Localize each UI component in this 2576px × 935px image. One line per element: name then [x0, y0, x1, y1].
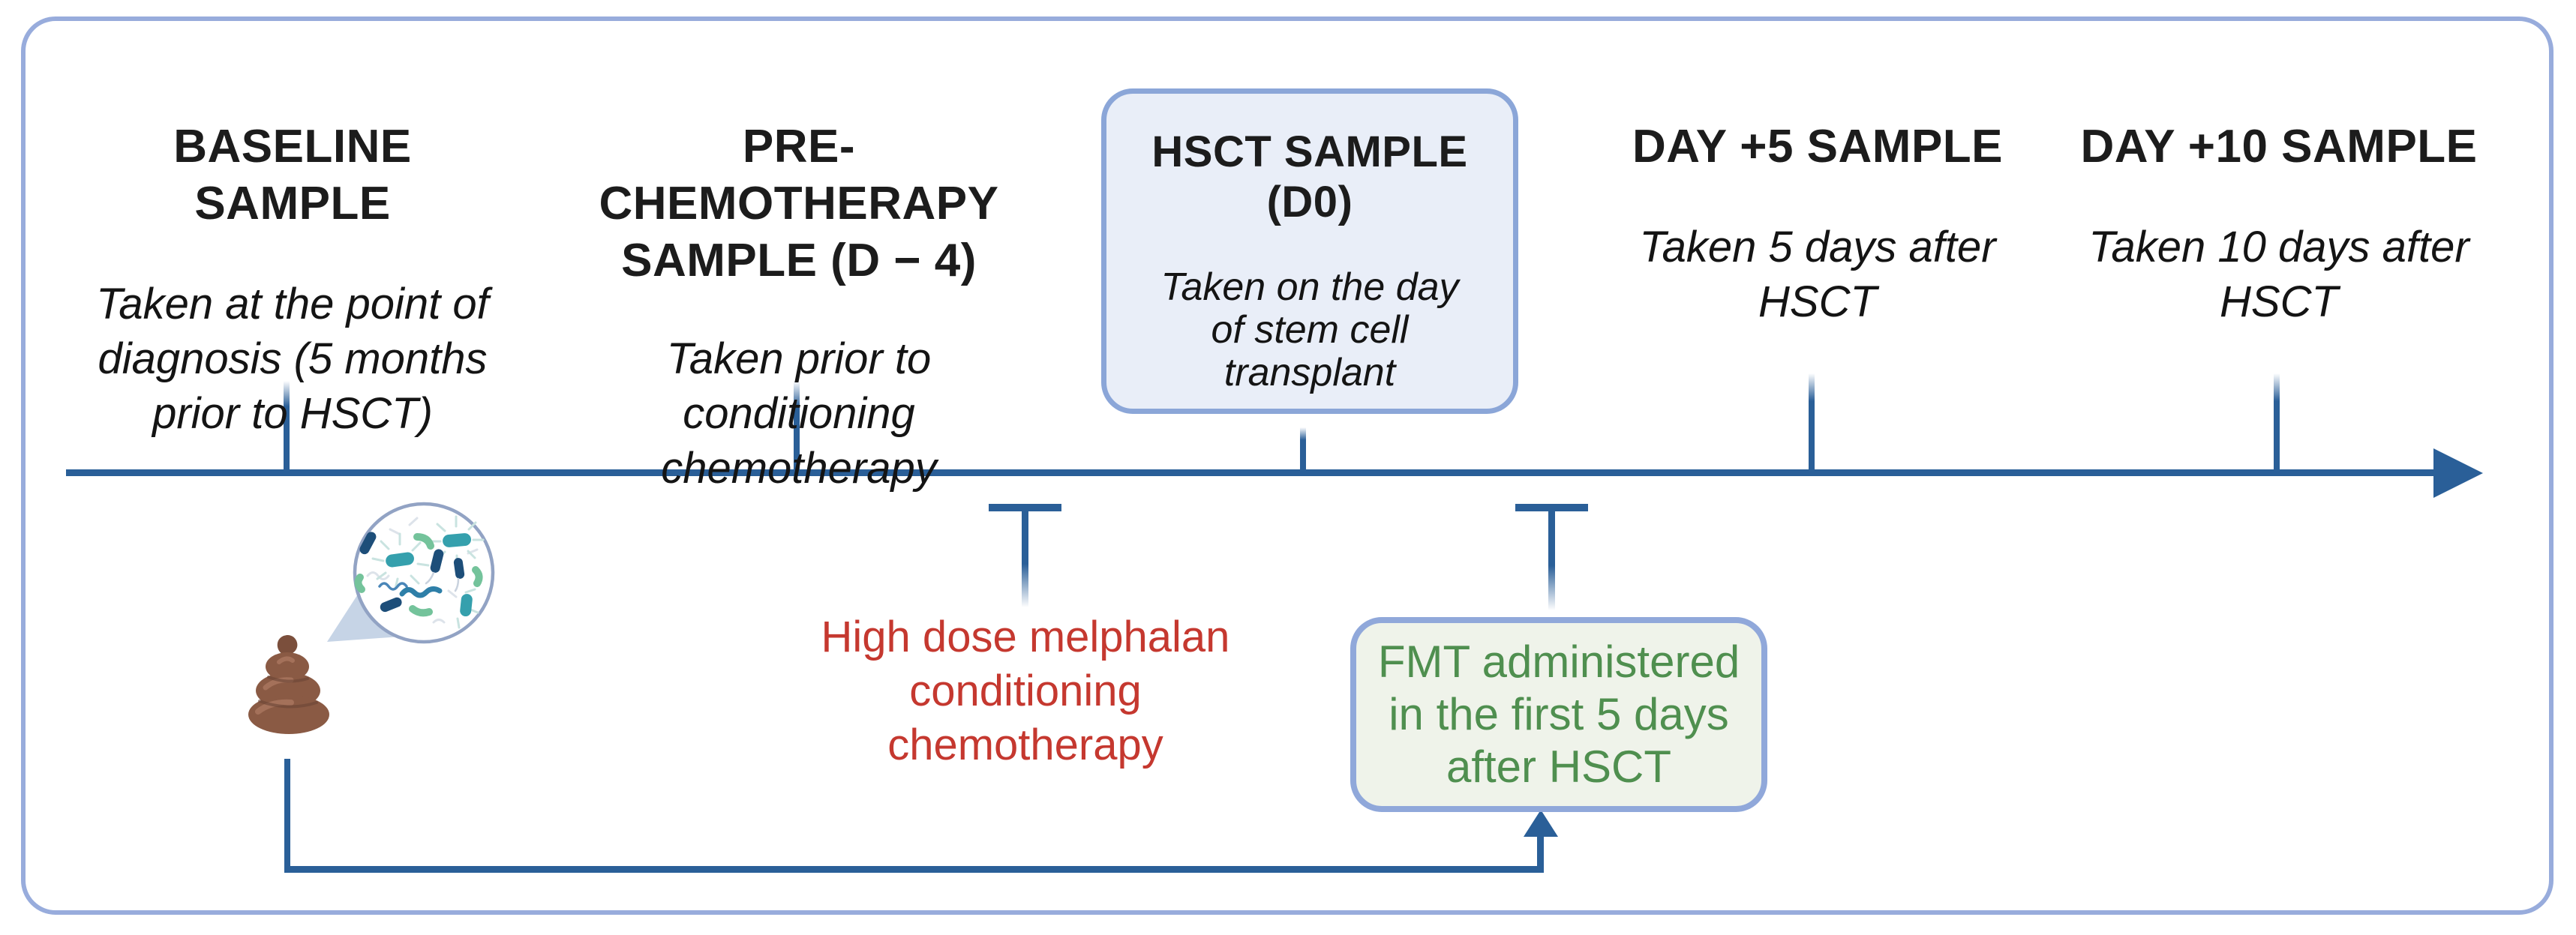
day10-desc-line: Taken 10 days after [2088, 223, 2469, 271]
prechemo-desc-line: Taken prior to conditioning [666, 334, 932, 438]
day10-desc-line: HSCT [2220, 277, 2338, 326]
day5-heading: DAY +5 SAMPLE [1632, 121, 2004, 172]
prechemo-heading: PRE-CHEMOTHERAPY [599, 121, 999, 229]
chemo-annotation-line: conditioning [909, 667, 1142, 715]
baseline-desc-line: Taken at the point of [96, 280, 489, 328]
column-prechemo: PRE-CHEMOTHERAPY SAMPLE (D − 4) Taken pr… [559, 118, 1039, 496]
fmt-interval-marker-stem [1548, 504, 1555, 610]
hsct-desc-line: transplant [1223, 351, 1396, 394]
column-baseline: BASELINE SAMPLE Taken at the point of di… [79, 118, 506, 441]
column-day5: DAY +5 SAMPLE Taken 5 days after HSCT [1596, 118, 2039, 329]
hsct-sample-box: HSCT SAMPLE (D0) Taken on the day of ste… [1101, 88, 1518, 414]
timeline-tick-baseline [284, 381, 290, 472]
chemo-annotation-line: High dose melphalan [821, 613, 1230, 661]
baseline-heading: BASELINE SAMPLE [173, 121, 412, 229]
timeline-tick-hsct [1300, 427, 1306, 472]
fmt-box: FMT administered in the first 5 days aft… [1350, 617, 1767, 812]
stool-icon [248, 635, 329, 734]
day5-desc-line: HSCT [1758, 277, 1877, 326]
fmt-administration-arrow-stub [1537, 831, 1544, 873]
baseline-desc-line: diagnosis (5 months [98, 334, 488, 383]
timeline-arrowhead-icon [2433, 448, 2483, 498]
fmt-box-line: after HSCT [1446, 742, 1672, 792]
prechemo-heading: SAMPLE (D − 4) [621, 235, 977, 286]
fmt-administration-arrow-horizontal [284, 866, 1544, 873]
hsct-desc-line: of stem cell [1211, 308, 1409, 352]
chemo-annotation: High dose melphalan conditioning chemoth… [793, 610, 1258, 772]
fmt-box-line: FMT administered [1377, 637, 1740, 687]
prechemo-desc-line: chemotherapy [661, 444, 937, 493]
chemo-annotation-line: chemotherapy [887, 721, 1163, 769]
baseline-desc-line: prior to HSCT) [152, 389, 433, 438]
day10-heading: DAY +10 SAMPLE [2080, 121, 2478, 172]
timeline-tick-prechemo [794, 381, 800, 472]
day5-desc-line: Taken 5 days after [1639, 223, 1996, 271]
column-day10: DAY +10 SAMPLE Taken 10 days after HSCT [2058, 118, 2500, 329]
fmt-box-line: in the first 5 days [1389, 689, 1729, 739]
timeline-tick-day10 [2274, 373, 2280, 472]
microbiome-magnifier-icon [327, 502, 495, 644]
timeline-tick-day5 [1809, 373, 1815, 472]
fmt-administration-arrow-vertical [284, 759, 290, 873]
timeline-axis [66, 469, 2436, 476]
hsct-heading: HSCT SAMPLE [1151, 127, 1468, 176]
hsct-desc-line: Taken on the day [1160, 265, 1459, 309]
fmt-administration-arrowhead-icon [1524, 810, 1558, 837]
chemo-interval-marker-stem [1022, 504, 1028, 607]
hsct-heading: (D0) [1266, 178, 1353, 226]
